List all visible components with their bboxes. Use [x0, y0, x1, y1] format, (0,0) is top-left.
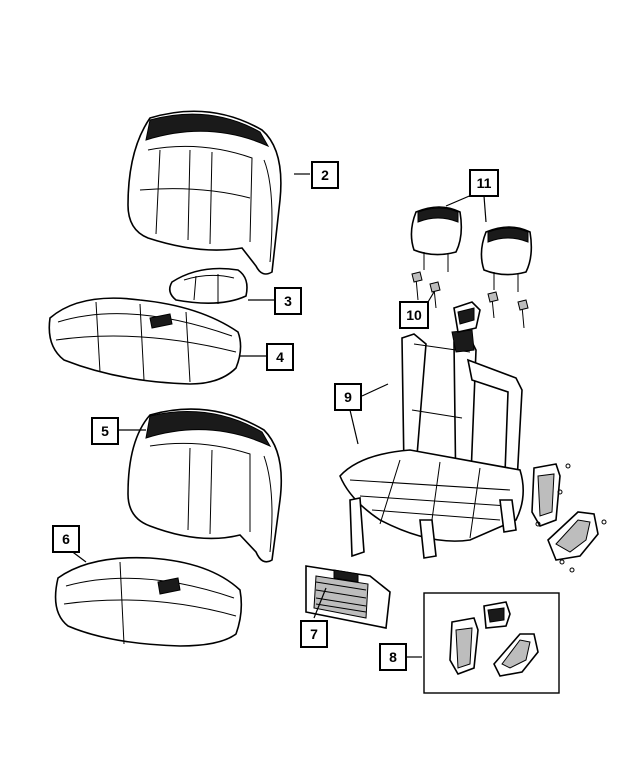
- callout-2-label: 2: [321, 167, 329, 183]
- callout-7: 7: [300, 620, 328, 648]
- storage-tray: [305, 565, 391, 629]
- callout-2: 2: [311, 161, 339, 189]
- callout-3: 3: [274, 287, 302, 315]
- callout-8-label: 8: [389, 649, 397, 665]
- inset-frame: [423, 592, 560, 694]
- callout-6: 6: [52, 525, 80, 553]
- headrest-bolts: [411, 271, 529, 329]
- callout-4: 4: [266, 343, 294, 371]
- seat-back-cover-upper: [127, 110, 282, 275]
- callout-4-label: 4: [276, 349, 284, 365]
- callout-7-label: 7: [310, 626, 318, 642]
- callout-10-label: 10: [406, 307, 422, 323]
- seat-back-cover-lower: [127, 408, 283, 563]
- callout-8: 8: [379, 643, 407, 671]
- callout-9-label: 9: [344, 389, 352, 405]
- callout-3-label: 3: [284, 293, 292, 309]
- callout-9: 9: [334, 383, 362, 411]
- callout-5-label: 5: [101, 423, 109, 439]
- callout-10: 10: [399, 301, 429, 329]
- headrests: [410, 206, 533, 292]
- leader-lines: [69, 173, 487, 658]
- seat-frame: [339, 329, 524, 559]
- trim-kit-inset: [423, 592, 560, 694]
- headrest-guide: [411, 271, 529, 333]
- callout-5: 5: [91, 417, 119, 445]
- callout-11-label: 11: [477, 175, 492, 191]
- seat-cushion-lower: [54, 556, 243, 647]
- callout-6-label: 6: [62, 531, 70, 547]
- seat-cushion-cover-upper: [48, 297, 242, 385]
- side-trim-panels: [531, 463, 607, 573]
- callout-11: 11: [469, 169, 499, 197]
- cushion-pad: [168, 267, 248, 304]
